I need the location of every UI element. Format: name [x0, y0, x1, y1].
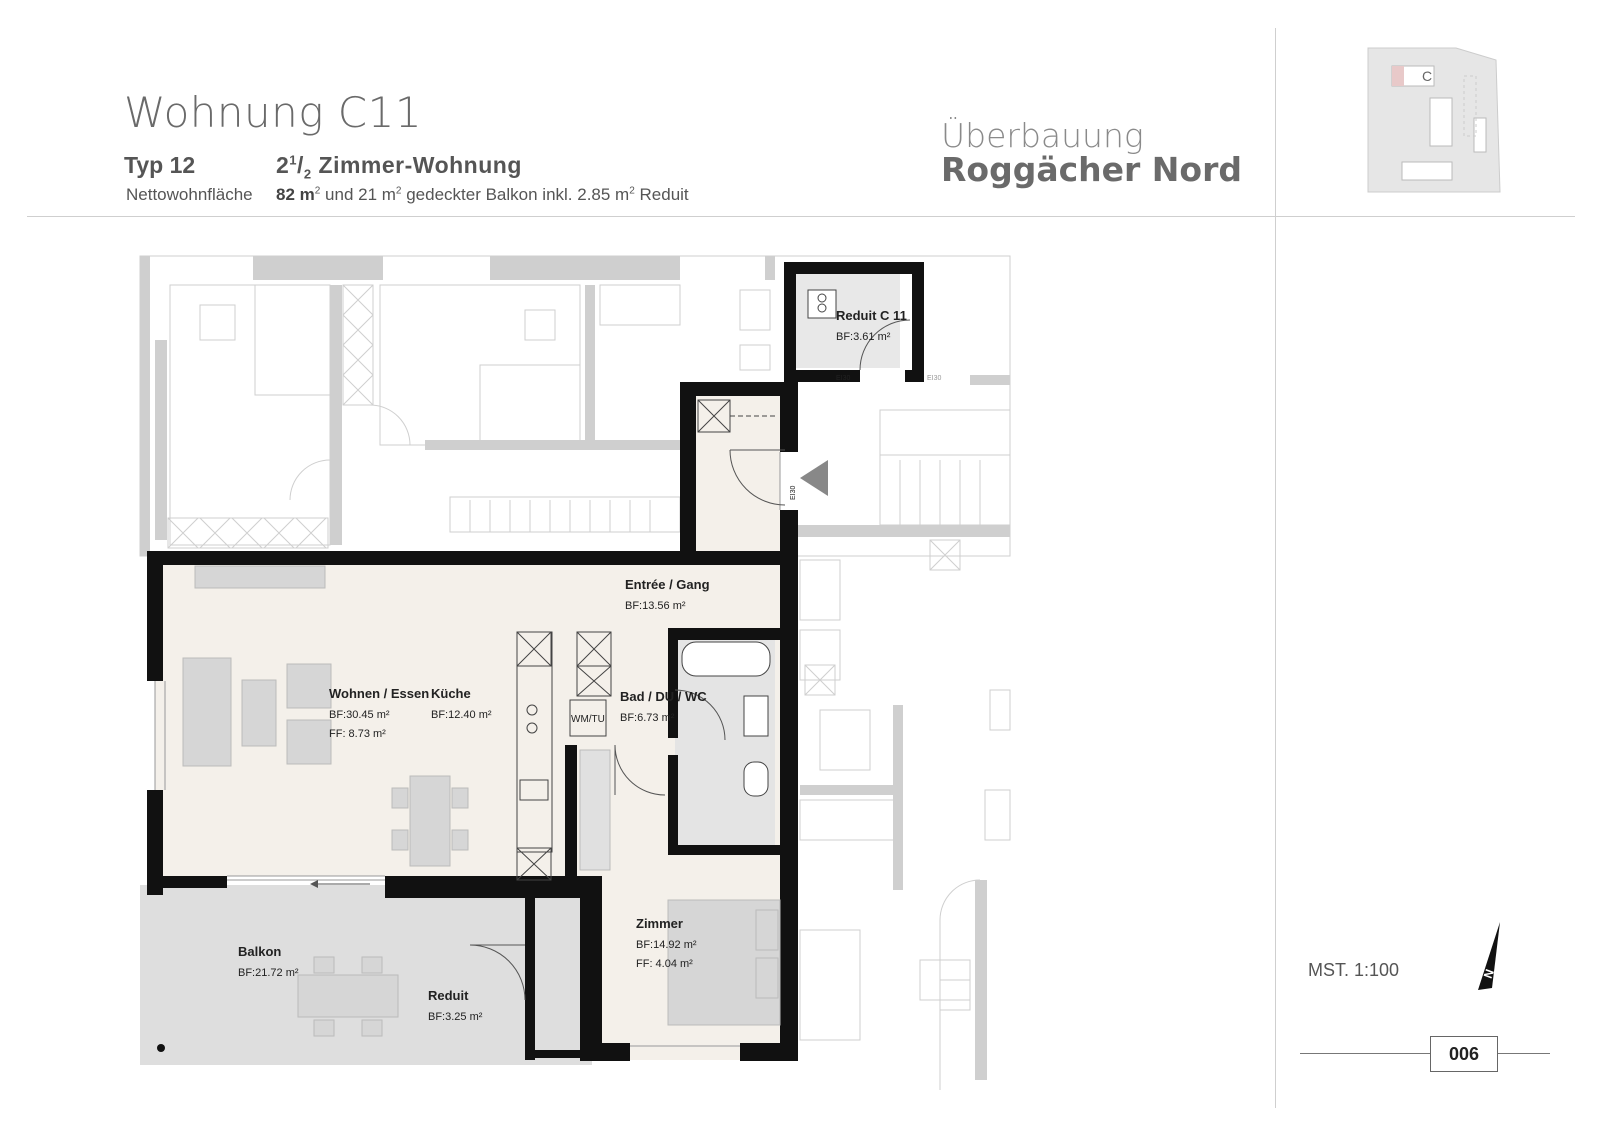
- room-ff-wohnen: FF: 8.73 m²: [329, 728, 386, 740]
- wm-tu-label: WM/TU: [571, 714, 605, 725]
- room-name-balkon: Balkon: [238, 944, 281, 959]
- room-name-zimmer: Zimmer: [636, 916, 683, 931]
- entrance-arrow: [800, 460, 828, 496]
- apartment-floor: [155, 386, 780, 1060]
- room-name-bad: Bad / DU / WC: [620, 689, 707, 704]
- net-area-label: Nettowohnfläche: [126, 185, 253, 204]
- scale-label: MST. 1:100: [1308, 960, 1400, 980]
- room-bf-balkon: BF:21.72 m²: [238, 967, 299, 979]
- room-bf-zimmer: BF:14.92 m²: [636, 939, 697, 951]
- north-arrow-icon: N: [1478, 922, 1500, 990]
- key-plan-building-label: C: [1422, 68, 1432, 84]
- room-bf-reduit: BF:3.25 m²: [428, 1011, 483, 1023]
- entrance-closet: [697, 399, 778, 433]
- ei30-label-reduit: EI30: [836, 375, 851, 382]
- sidebar-divider: [1275, 28, 1276, 1108]
- room-bf-wohnen: BF:30.45 m²: [329, 709, 390, 721]
- room-name-entree: Entrée / Gang: [625, 577, 710, 592]
- balcony-marker: [157, 1044, 165, 1052]
- room-bf-entree: BF:13.56 m²: [625, 600, 686, 612]
- neighbor-stairs: [469, 460, 981, 532]
- room-bf-kueche: BF:12.40 m²: [431, 709, 492, 721]
- ei30-label-entrance: EI30: [790, 485, 797, 500]
- doors: [469, 319, 911, 1001]
- room-bf-bad: BF:6.73 m²: [620, 712, 675, 724]
- room-count: 21/2 Zimmer-Wohnung: [276, 152, 522, 182]
- header-divider: [27, 216, 1575, 217]
- room-labels: Reduit C 11 BF:3.61 m² Entrée / Gang BF:…: [238, 308, 942, 1023]
- apartment-type: Typ 12: [124, 152, 196, 178]
- furniture: [182, 565, 781, 1037]
- apartment-title: Wohnung C11: [124, 88, 423, 137]
- bath-fixtures: [579, 641, 771, 871]
- net-area-value: 82 m2 und 21 m2 gedeckter Balkon inkl. 2…: [276, 185, 689, 204]
- project-name-line2: Roggächer Nord: [941, 150, 1242, 189]
- reduit-c11-floor: [790, 272, 900, 368]
- room-name-reduit: Reduit: [428, 988, 469, 1003]
- page-number: 006: [1430, 1036, 1498, 1072]
- apartment-walls: [147, 262, 924, 1061]
- neighbor-walls: [140, 256, 1010, 1080]
- floor-plan: Reduit C 11 BF:3.61 m² Entrée / Gang BF:…: [139, 255, 1011, 1090]
- room-name-wohnen: Wohnen / Essen: [329, 686, 429, 701]
- reduit-fixture: [807, 289, 837, 319]
- neighbor-closets: [167, 284, 961, 696]
- room-bf-reduit-c11: BF:3.61 m²: [836, 331, 891, 343]
- room-name-reduit-c11: Reduit C 11: [836, 308, 907, 323]
- room-ff-zimmer: FF: 4.04 m²: [636, 958, 693, 970]
- ei30-label-neighbor: EI30: [927, 375, 942, 382]
- key-plan: C: [1367, 47, 1501, 193]
- apartment-openings: [154, 452, 781, 1047]
- kitchen: [516, 631, 612, 881]
- room-name-kueche: Küche: [431, 686, 471, 701]
- page-number-line: [1300, 1053, 1550, 1054]
- project-name-line1: Überbauung: [941, 116, 1144, 155]
